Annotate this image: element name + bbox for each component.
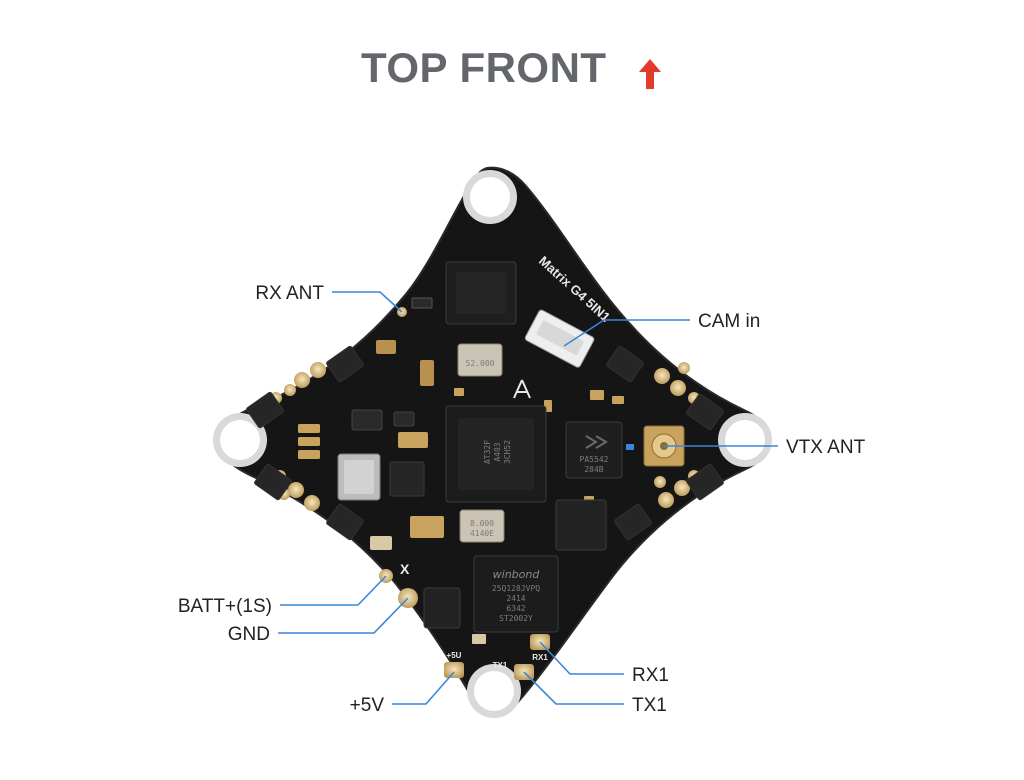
silk-tx1: TX1 xyxy=(493,661,508,670)
passive-components xyxy=(298,297,624,644)
label-tx1: TX1 xyxy=(632,695,667,716)
label-rx-ant: RX ANT xyxy=(255,283,324,304)
silk-5v: +5U xyxy=(447,651,462,660)
mounting-holes xyxy=(213,170,772,718)
crystal-top: 52.000 xyxy=(457,343,503,377)
up-arrow-head xyxy=(639,58,662,89)
bottom-left-chip xyxy=(423,587,461,629)
vtx-line-1: PA5542 xyxy=(580,455,609,464)
aux-chip xyxy=(555,499,607,551)
mosfets xyxy=(246,345,724,541)
leader-batt xyxy=(280,575,387,606)
leader-gnd xyxy=(278,597,409,634)
flash-chip: winbond 25Q128JVPQ 2414 6342 ST2002Y xyxy=(473,555,559,633)
leader-rx1 xyxy=(539,641,624,675)
vtx-logo-icon xyxy=(585,435,608,449)
vtx-line-2: 284B xyxy=(584,465,603,474)
leader-cam-in xyxy=(563,319,690,347)
mcu-line-2: A403 xyxy=(493,442,502,461)
label-5v: +5V xyxy=(350,695,385,716)
leader-tx1 xyxy=(523,671,624,705)
flash-line-4: ST2002Y xyxy=(499,614,533,623)
gyro-chip xyxy=(445,261,517,325)
label-rx1: RX1 xyxy=(632,665,669,686)
label-vtx-ant: VTX ANT xyxy=(786,437,866,458)
vtx-chip: PA5542 284B xyxy=(565,421,623,479)
flash-brand: winbond xyxy=(493,568,541,581)
title-block: TOP FRONT xyxy=(0,44,1024,92)
crystal-bottom-line-2: 4140E xyxy=(470,529,494,538)
pad-5v xyxy=(444,662,464,678)
page-title: TOP FRONT xyxy=(360,44,607,91)
pad-mark-x: X xyxy=(400,561,410,577)
mcu-line-1: AT32F xyxy=(483,440,492,464)
logo-icon xyxy=(513,379,531,399)
flash-line-3: 6342 xyxy=(506,604,525,613)
label-gnd: GND xyxy=(228,624,270,645)
leader-5v xyxy=(392,671,455,705)
silk-rx1: RX1 xyxy=(532,653,548,662)
callout-labels: RX ANT CAM in VTX ANT BATT+(1S) GND RX1 … xyxy=(178,283,866,716)
leader-rx-ant xyxy=(332,291,403,313)
flash-line-1: 25Q128JVPQ xyxy=(492,584,540,593)
label-batt: BATT+(1S) xyxy=(178,596,272,617)
mcu-line-3: 3CH52 xyxy=(503,440,512,464)
crystal-bottom: 8.000 4140E xyxy=(459,509,505,543)
leader-lines xyxy=(278,291,778,705)
mcu-chip: AT32F A403 3CH52 xyxy=(445,405,547,503)
flash-line-2: 2414 xyxy=(506,594,525,603)
crystal-top-label: 52.000 xyxy=(466,359,495,368)
label-cam-in: CAM in xyxy=(698,311,760,332)
cam-connector xyxy=(524,309,595,368)
regulator-block xyxy=(337,453,425,501)
up-arrow-icon xyxy=(639,58,662,89)
crystal-bottom-line-1: 8.000 xyxy=(470,519,494,528)
